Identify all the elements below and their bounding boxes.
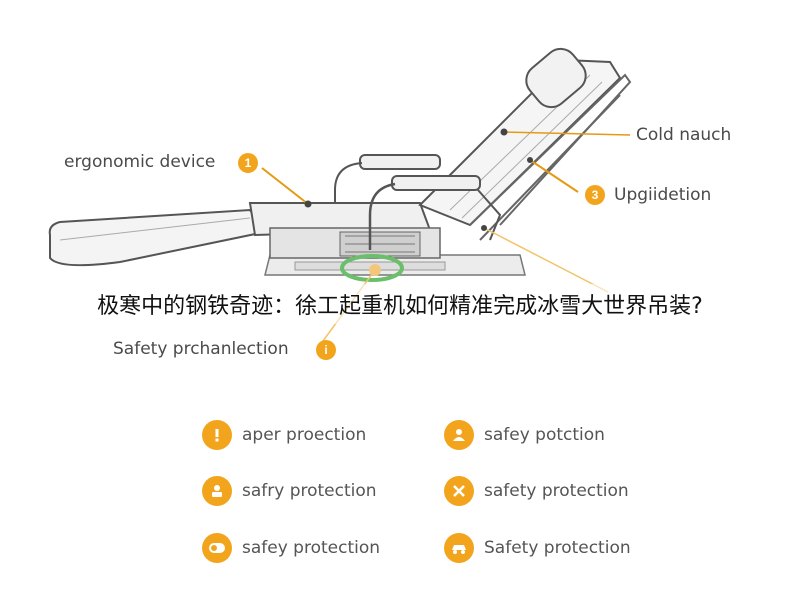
callout-badge-1: 1 [238,153,258,173]
callout-badge-3: 3 [585,185,605,205]
callout-badge-i: i [316,340,336,360]
callout-cold-nauch: Cold nauch [636,125,732,145]
callout-upgiidetion: Upgiidetion [614,185,712,205]
callout-safety-prchanlection: Safety prchanlection [113,339,289,359]
callout-ergonomic-device: ergonomic device [64,152,216,172]
headline-caption: 极寒中的钢铁奇迹：徐工起重机如何精准完成冰雪大世界吊装? [0,284,800,324]
